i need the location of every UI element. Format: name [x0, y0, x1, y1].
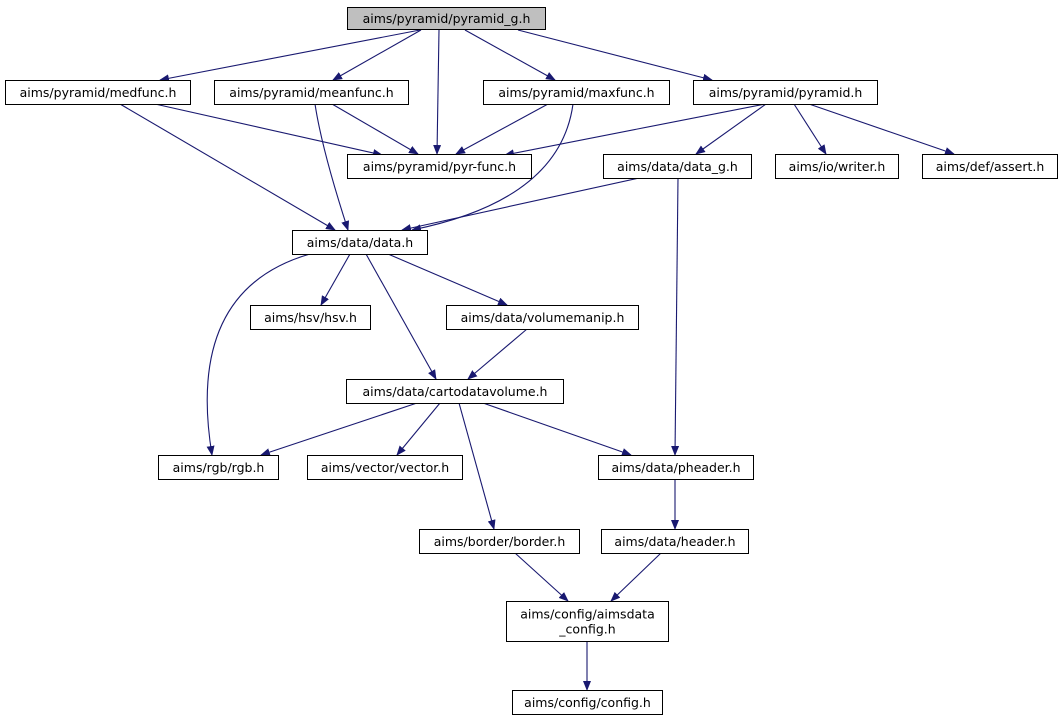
- node-box: [603, 154, 752, 179]
- node-data_g[interactable]: aims/data/data_g.h: [603, 154, 752, 179]
- node-medfunc[interactable]: aims/pyramid/medfunc.h: [5, 80, 191, 105]
- edge-pyramid_g-to-medfunc: [159, 29, 421, 83]
- node-rgb[interactable]: aims/rgb/rgb.h: [158, 455, 279, 480]
- node-label: aims/border/border.h: [434, 534, 566, 549]
- node-box: [214, 80, 409, 105]
- node-writer[interactable]: aims/io/writer.h: [775, 154, 899, 179]
- node-label: aims/rgb/rgb.h: [173, 460, 265, 475]
- node-border[interactable]: aims/border/border.h: [419, 529, 580, 554]
- edge-meanfunc-to-data: [314, 103, 350, 231]
- edge-header-to-aimsdata_config: [610, 552, 662, 602]
- node-cartodatavolume[interactable]: aims/data/cartodatavolume.h: [346, 379, 564, 404]
- node-data[interactable]: aims/data/data.h: [292, 230, 428, 255]
- node-label: aims/def/assert.h: [936, 159, 1045, 174]
- edge-medfunc-to-data: [119, 103, 336, 231]
- node-box: [5, 80, 191, 105]
- node-config[interactable]: aims/config/config.h: [512, 690, 663, 715]
- node-maxfunc[interactable]: aims/pyramid/maxfunc.h: [483, 80, 670, 105]
- edge-meanfunc-to-pyrfunc: [331, 103, 419, 155]
- edge-pyramid-to-assert: [808, 103, 955, 155]
- edge-data_g-to-data: [401, 177, 640, 232]
- node-hsv[interactable]: aims/hsv/hsv.h: [250, 305, 371, 330]
- edge-pyramid-to-data_g: [695, 103, 767, 155]
- node-label: aims/pyramid/medfunc.h: [20, 85, 177, 100]
- node-label: aims/pyramid/meanfunc.h: [229, 85, 393, 100]
- node-label: aims/hsv/hsv.h: [264, 310, 357, 325]
- node-label: aims/pyramid/pyramid.h: [709, 85, 863, 100]
- edge-cartodatavolume-to-rgb: [260, 402, 418, 456]
- edge-data-to-hsv: [320, 253, 351, 306]
- node-label: _config.h: [558, 622, 615, 637]
- node-label: aims/data/header.h: [614, 534, 735, 549]
- edge-data-to-cartodatavolume: [365, 253, 437, 380]
- edge-cartodatavolume-to-border: [458, 402, 496, 530]
- node-vector[interactable]: aims/vector/vector.h: [307, 455, 463, 480]
- node-box: [446, 305, 639, 330]
- edge-maxfunc-to-pyrfunc: [455, 103, 549, 155]
- edge-cartodatavolume-to-pheader: [482, 402, 632, 456]
- node-pyramid_g[interactable]: aims/pyramid/pyramid_g.h: [347, 7, 546, 30]
- node-box: [292, 230, 428, 255]
- node-label: aims/data/data_g.h: [617, 159, 738, 174]
- node-box: [512, 690, 663, 715]
- edge-pyramid_g-to-pyrfunc: [433, 29, 442, 155]
- node-box: [250, 305, 371, 330]
- node-box: [483, 80, 670, 105]
- node-box: [693, 80, 878, 105]
- node-label: aims/config/aimsdata: [520, 607, 654, 622]
- node-label: aims/data/volumemanip.h: [461, 310, 625, 325]
- node-box: [775, 154, 899, 179]
- edge-pyramid-to-pyrfunc: [504, 103, 766, 158]
- node-box: [598, 455, 754, 480]
- node-box: [158, 455, 279, 480]
- edge-pyramid_g-to-maxfunc: [464, 29, 556, 81]
- node-assert[interactable]: aims/def/assert.h: [922, 154, 1058, 179]
- node-box: [347, 154, 532, 179]
- node-label: aims/vector/vector.h: [321, 460, 449, 475]
- node-box: [346, 379, 564, 404]
- node-label: aims/pyramid/pyr-func.h: [363, 159, 516, 174]
- node-pyramid[interactable]: aims/pyramid/pyramid.h: [693, 80, 878, 105]
- node-volumemanip[interactable]: aims/data/volumemanip.h: [446, 305, 639, 330]
- node-pyrfunc[interactable]: aims/pyramid/pyr-func.h: [347, 154, 532, 179]
- node-box: [347, 7, 546, 30]
- node-label: aims/data/cartodatavolume.h: [363, 384, 548, 399]
- edge-cartodatavolume-to-vector: [396, 402, 441, 456]
- node-box: [506, 601, 669, 642]
- edge-medfunc-to-pyrfunc: [154, 103, 383, 157]
- edge-data_g-to-pheader: [671, 177, 680, 456]
- node-label: aims/io/writer.h: [789, 159, 886, 174]
- edge-data-to-rgb: [206, 253, 311, 456]
- edge-data-to-volumemanip: [387, 253, 508, 306]
- node-label: aims/config/config.h: [524, 695, 651, 710]
- node-header[interactable]: aims/data/header.h: [601, 529, 749, 554]
- node-aimsdata_config[interactable]: aims/config/aimsdata_config.h: [506, 601, 669, 642]
- edge-pyramid_g-to-pyramid: [517, 29, 713, 82]
- node-box: [307, 455, 463, 480]
- node-pheader[interactable]: aims/data/pheader.h: [598, 455, 754, 480]
- node-meanfunc[interactable]: aims/pyramid/meanfunc.h: [214, 80, 409, 105]
- node-box: [601, 529, 749, 554]
- edge-maxfunc-to-data: [411, 103, 574, 233]
- node-label: aims/pyramid/maxfunc.h: [498, 85, 654, 100]
- node-label: aims/data/pheader.h: [611, 460, 740, 475]
- node-box: [922, 154, 1058, 179]
- edge-pyramid-to-writer: [793, 103, 827, 155]
- node-label: aims/data/data.h: [307, 235, 413, 250]
- edge-border-to-aimsdata_config: [514, 552, 569, 602]
- node-label: aims/pyramid/pyramid_g.h: [363, 11, 531, 26]
- node-box: [419, 529, 580, 554]
- edge-volumemanip-to-cartodatavolume: [467, 328, 528, 380]
- edge-pyramid_g-to-meanfunc: [332, 29, 422, 81]
